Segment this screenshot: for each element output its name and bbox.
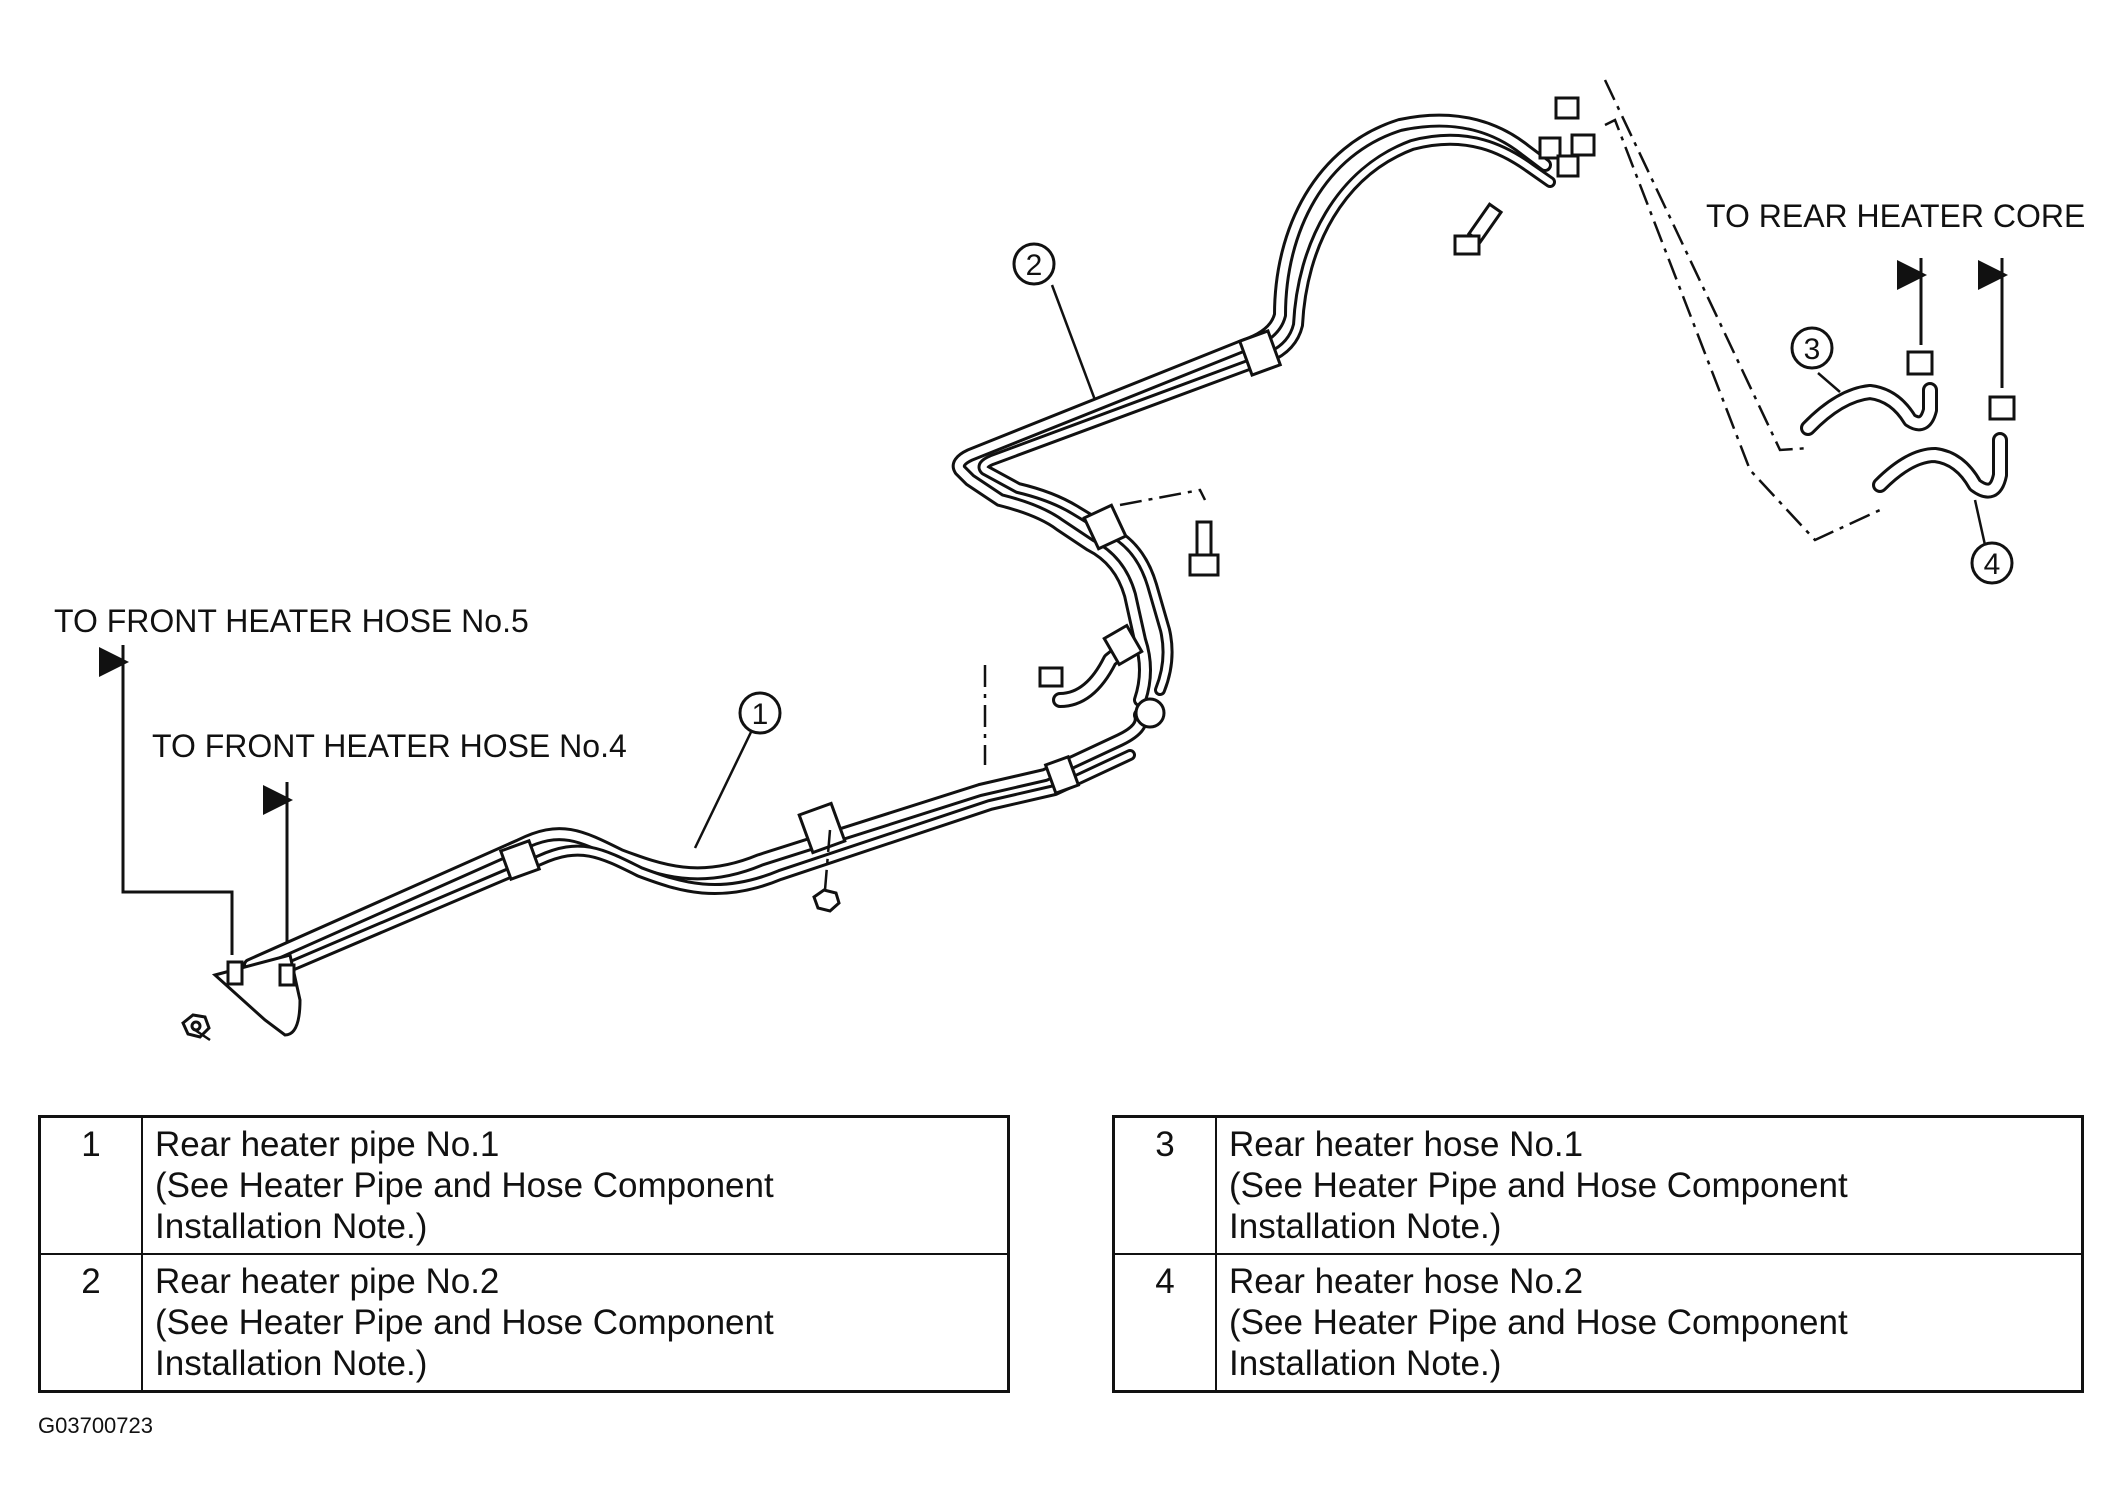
pipe-clamp <box>1043 754 1081 796</box>
hose-clamp <box>1906 350 1934 376</box>
rear-heater-hose-2 <box>1872 432 2008 499</box>
legend-table-right: 3 Rear heater hose No.1 (See Heater Pipe… <box>1112 1115 2084 1393</box>
nut <box>812 888 841 913</box>
legend-description: Rear heater hose No.2 (See Heater Pipe a… <box>1215 1253 2084 1393</box>
pipe-clamp <box>1102 623 1144 667</box>
union-nut <box>1554 96 1580 120</box>
union-nut <box>1556 154 1580 178</box>
callout-front-hose-4: TO FRONT HEATER HOSE No.4 <box>152 728 627 764</box>
marker-3 <box>1790 326 1834 370</box>
arrow-front-hose-5 <box>121 645 234 955</box>
heater-pipe-diagram: TO FRONT HEATER HOSE No.5 TO FRONT HEATE… <box>54 79 2085 1042</box>
pipe-clamp <box>498 838 542 882</box>
union-nut <box>1538 136 1562 160</box>
legend-description: Rear heater pipe No.1 (See Heater Pipe a… <box>141 1115 1010 1255</box>
union-nut <box>1570 133 1596 157</box>
rear-heater-pipe-2 <box>951 113 1556 707</box>
legend-number: 2 <box>38 1253 143 1393</box>
marker-1 <box>738 691 782 735</box>
marker-1-label: 1 <box>752 698 769 731</box>
marker-2-label: 2 <box>1026 249 1043 282</box>
legend-description: Rear heater hose No.1 (See Heater Pipe a… <box>1215 1115 2084 1255</box>
callout-rear-core: TO REAR HEATER CORE <box>1706 198 2085 234</box>
legend-row: 4 Rear heater hose No.2 (See Heater Pipe… <box>1112 1253 2084 1393</box>
legend-number: 1 <box>38 1115 143 1255</box>
legend-number: 4 <box>1112 1253 1217 1393</box>
legend-number: 3 <box>1112 1115 1217 1255</box>
hose-clamp <box>1134 697 1166 729</box>
hose-clamp <box>1988 395 2016 421</box>
legend-row: 3 Rear heater hose No.1 (See Heater Pipe… <box>1112 1115 2084 1255</box>
marker-4 <box>1970 541 2014 585</box>
legend-table-left: 1 Rear heater pipe No.1 (See Heater Pipe… <box>38 1115 1010 1393</box>
legend-row: 1 Rear heater pipe No.1 (See Heater Pipe… <box>38 1115 1010 1255</box>
legend-description: Rear heater pipe No.2 (See Heater Pipe a… <box>141 1253 1010 1393</box>
rear-heater-hose-1 <box>1800 382 1938 436</box>
marker-4-label: 4 <box>1984 548 2001 581</box>
figure-code: G03700723 <box>38 1413 153 1438</box>
callout-front-hose-5: TO FRONT HEATER HOSE No.5 <box>54 603 529 639</box>
pipe-clamp <box>1237 329 1283 377</box>
legend-row: 2 Rear heater pipe No.2 (See Heater Pipe… <box>38 1253 1010 1393</box>
pipe-clamp <box>1082 503 1128 551</box>
marker-2 <box>1012 242 1056 286</box>
rear-heater-pipe-1 <box>243 708 1148 981</box>
marker-3-label: 3 <box>1804 333 1821 366</box>
